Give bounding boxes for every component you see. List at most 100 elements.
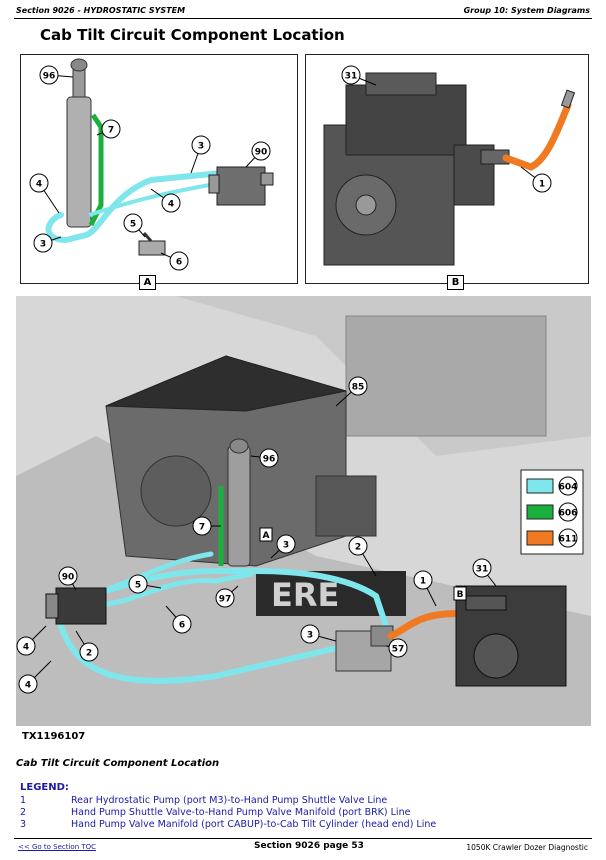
page-title: Cab Tilt Circuit Component Location bbox=[40, 26, 345, 44]
legend-item-text: Hand Pump Valve Manifold (port CABUP)-to… bbox=[71, 819, 437, 830]
line-cyan-3 bbox=[58, 623, 384, 684]
callout-number: 31 bbox=[476, 565, 489, 575]
callout-number: 6 bbox=[179, 621, 185, 631]
fitting-stem bbox=[142, 232, 153, 242]
panel-a-label: A bbox=[139, 275, 156, 290]
callout-bubble bbox=[388, 638, 408, 658]
callout-number: 604 bbox=[559, 483, 578, 493]
callout-number: 96 bbox=[263, 455, 276, 465]
engine-block bbox=[345, 315, 547, 437]
callout-bubble bbox=[558, 502, 578, 522]
callout-number: 2 bbox=[86, 649, 92, 659]
callout-bubble bbox=[300, 624, 320, 644]
callout-bubble bbox=[161, 193, 181, 213]
pump-port bbox=[465, 595, 507, 611]
legend-heading: LEGEND: bbox=[20, 782, 69, 793]
legend-item-text: Hand Pump Shuttle Valve-to-Hand Pump Val… bbox=[71, 807, 411, 818]
figure-id: TX1196107 bbox=[22, 731, 86, 742]
line-orange bbox=[502, 101, 572, 171]
hand-pump-valve-manifold bbox=[55, 587, 107, 625]
callout-bubble bbox=[472, 558, 492, 578]
callout-bubble bbox=[348, 376, 368, 396]
decal-text: ERE bbox=[271, 576, 339, 614]
callout-bubble bbox=[558, 476, 578, 496]
callout-bubble bbox=[33, 233, 53, 253]
callout-number: 606 bbox=[559, 509, 578, 519]
line-green bbox=[88, 113, 104, 227]
callout-number: 3 bbox=[40, 240, 46, 250]
callout-number: 7 bbox=[108, 126, 114, 136]
shuttle-fittings bbox=[138, 240, 166, 256]
callout-number: 4 bbox=[25, 681, 31, 691]
frame-ports bbox=[315, 475, 377, 537]
callout-number: 5 bbox=[130, 220, 136, 230]
legend-item-number: 1 bbox=[20, 795, 27, 806]
view-label-a-text: A bbox=[263, 531, 270, 541]
callout-bubble bbox=[192, 516, 212, 536]
footer-divider bbox=[14, 838, 592, 839]
figure-caption: Cab Tilt Circuit Component Location bbox=[16, 758, 220, 769]
valve-fitting bbox=[208, 174, 220, 194]
callout-number: 3 bbox=[283, 541, 289, 551]
view-label-b-text: B bbox=[457, 590, 464, 600]
pump-top bbox=[345, 84, 467, 156]
callout-number: 4 bbox=[168, 200, 174, 210]
color-key-swatch bbox=[526, 504, 554, 520]
panel-b-label: B bbox=[447, 275, 464, 290]
callout-bubble bbox=[18, 674, 38, 694]
line-orange bbox=[387, 610, 470, 640]
cab-tilt-cylinder bbox=[227, 445, 251, 567]
legend-item-number: 3 bbox=[20, 819, 27, 830]
line-cyan-4 bbox=[88, 181, 222, 217]
callout-number: 4 bbox=[36, 180, 42, 190]
callout-bubble bbox=[128, 574, 148, 594]
callout-number: 7 bbox=[199, 523, 205, 533]
pump-cover bbox=[365, 72, 437, 96]
header-section: Section 9026 - HYDROSTATIC SYSTEM bbox=[16, 6, 186, 15]
hose-fitting bbox=[560, 89, 576, 109]
cylinder-eye bbox=[229, 438, 249, 454]
callout-number: 90 bbox=[62, 573, 75, 583]
callout-number: 57 bbox=[392, 645, 405, 655]
callout-bubble bbox=[123, 213, 143, 233]
callout-bubble bbox=[79, 642, 99, 662]
frame-cover bbox=[140, 455, 212, 527]
go-to-section-toc-link[interactable]: << Go to Section TOC bbox=[18, 843, 97, 851]
valve-fitting bbox=[260, 172, 274, 186]
panel-b-callouts: 311 bbox=[341, 65, 552, 193]
callout-number: 97 bbox=[219, 595, 232, 605]
callout-bubble bbox=[348, 536, 368, 556]
cab-frame-top bbox=[105, 355, 347, 412]
callout-number: 96 bbox=[43, 72, 56, 82]
callout-bubble bbox=[558, 528, 578, 548]
callout-bubble bbox=[276, 534, 296, 554]
cylinder-eye bbox=[70, 58, 88, 72]
pump-shaft bbox=[355, 194, 377, 216]
callout-number: 5 bbox=[135, 581, 141, 591]
callout-number: 1 bbox=[539, 180, 545, 190]
callout-bubble bbox=[215, 588, 235, 608]
callout-bubble bbox=[172, 614, 192, 634]
callout-bubble bbox=[58, 566, 78, 586]
header-divider bbox=[14, 18, 592, 19]
color-key: 604 606 611 bbox=[520, 469, 584, 555]
cab-tilt-cylinder bbox=[66, 96, 92, 228]
legend-item-text: Rear Hydrostatic Pump (port M3)-to-Hand … bbox=[71, 795, 388, 806]
color-key-swatch bbox=[526, 478, 554, 494]
callout-number: 611 bbox=[559, 535, 578, 545]
callout-bubble bbox=[16, 636, 36, 656]
callout-bubble bbox=[341, 65, 361, 85]
callout-number: 3 bbox=[198, 142, 204, 152]
line-cyan-3 bbox=[45, 170, 224, 244]
view-label-b: B bbox=[453, 586, 467, 601]
callout-bubble bbox=[413, 570, 433, 590]
footer-document-title: 1050K Crawler Dozer Diagnostic bbox=[466, 843, 588, 852]
callout-bubble bbox=[259, 448, 279, 468]
callout-bubble bbox=[101, 119, 121, 139]
callout-number: 6 bbox=[176, 258, 182, 268]
callout-number: 4 bbox=[23, 643, 29, 653]
